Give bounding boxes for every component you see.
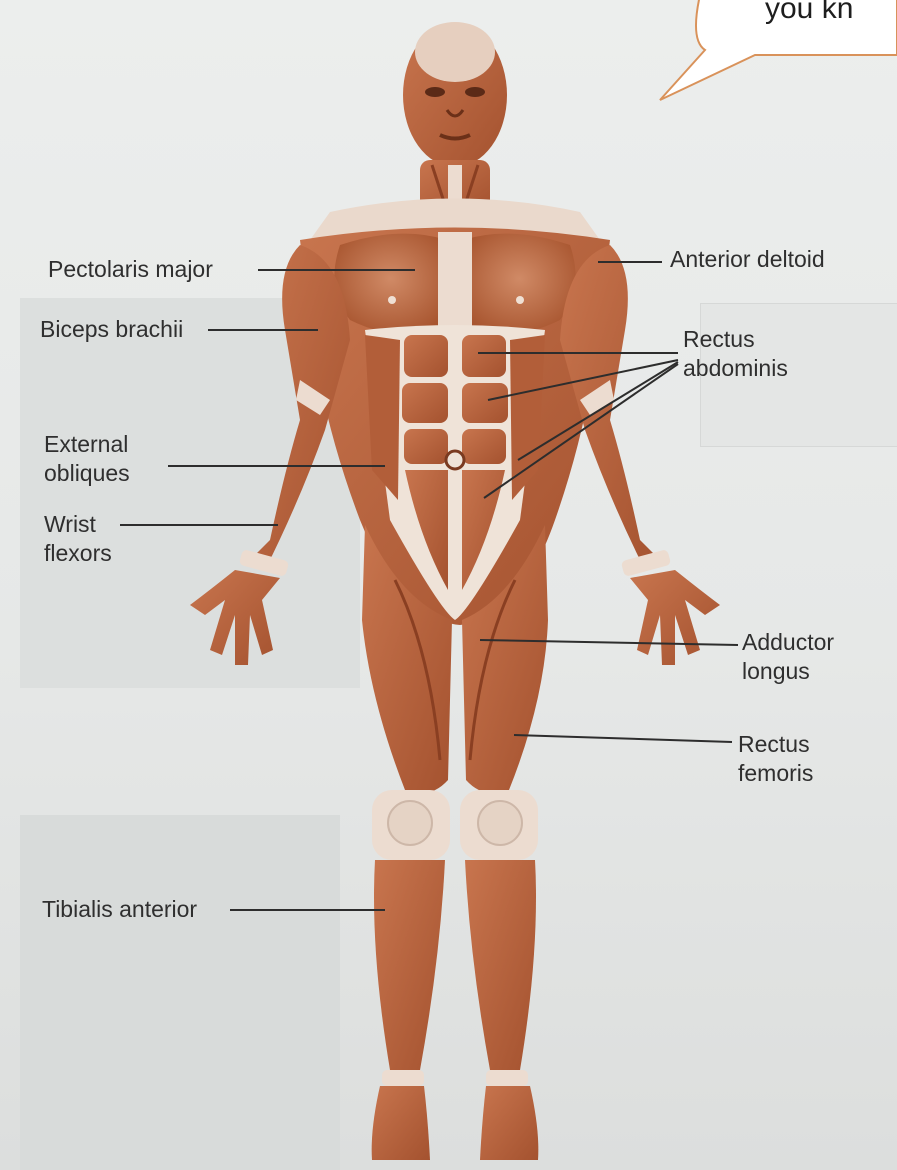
label-anterior-deltoid: Anterior deltoid: [670, 245, 825, 274]
label-line: Adductor: [742, 628, 834, 657]
label-line: abdominis: [683, 354, 788, 383]
left-leg: [362, 525, 452, 1160]
label-line: obliques: [44, 459, 130, 488]
leader-line-rectus-femoris: [514, 735, 732, 742]
label-line: Rectus: [683, 325, 788, 354]
label-line: Wrist: [44, 510, 112, 539]
right-arm: [560, 245, 720, 665]
label-external-obliques: External obliques: [44, 430, 130, 488]
label-line: longus: [742, 657, 834, 686]
left-arm: [190, 245, 350, 665]
speech-bubble-text: you kn: [765, 0, 853, 26]
label-line: Rectus: [738, 730, 813, 759]
label-tibialis-anterior: Tibialis anterior: [42, 895, 197, 924]
label-rectus-abdominis: Rectus abdominis: [683, 325, 788, 383]
torso: [300, 228, 610, 626]
label-rectus-femoris: Rectus femoris: [738, 730, 813, 788]
label-line: flexors: [44, 539, 112, 568]
label-biceps-brachii: Biceps brachii: [40, 315, 183, 344]
head: [403, 22, 507, 210]
label-line: femoris: [738, 759, 813, 788]
label-line: External: [44, 430, 130, 459]
label-pectoralis-major: Pectolaris major: [48, 255, 213, 284]
right-leg: [460, 525, 548, 1160]
label-wrist-flexors: Wrist flexors: [44, 510, 112, 568]
label-adductor-longus: Adductor longus: [742, 628, 834, 686]
